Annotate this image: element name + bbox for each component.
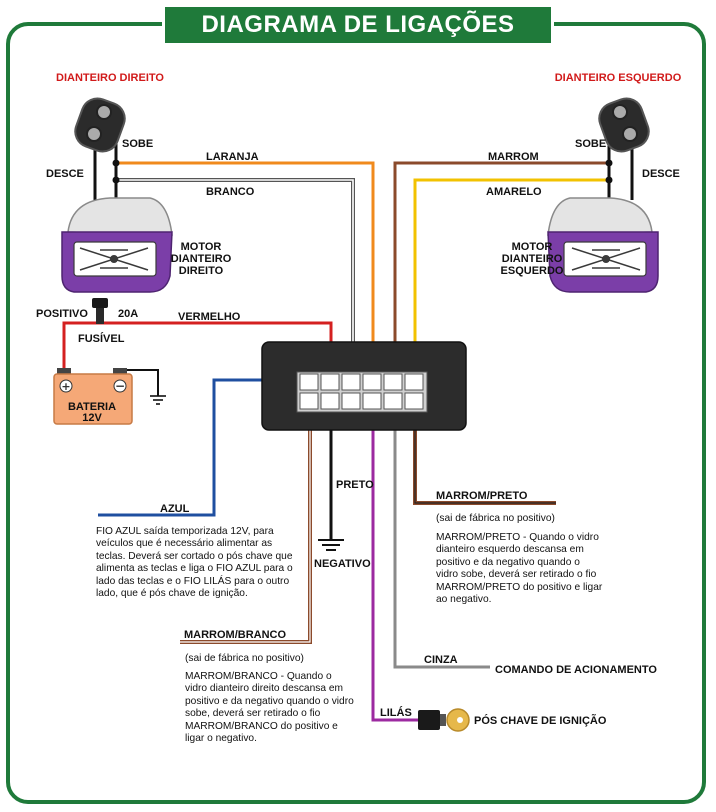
label-fusivel: FUSÍVEL bbox=[78, 332, 125, 345]
ignition-key-icon bbox=[418, 708, 470, 732]
label-azul: AZUL bbox=[160, 503, 190, 515]
connector-pin-1-1 bbox=[320, 392, 340, 410]
label-negativo: NEGATIVO bbox=[314, 558, 371, 570]
connector-pin-0-5 bbox=[404, 373, 424, 391]
connector-pin-1-4 bbox=[383, 392, 403, 410]
label-motor-right-3: DIREITO bbox=[179, 265, 224, 277]
battery: + − bbox=[53, 368, 133, 425]
door-motor-left bbox=[547, 197, 659, 293]
label-fuse-amp: 20A bbox=[118, 308, 138, 320]
label-motor-right-2: DIANTEIRO bbox=[171, 253, 232, 265]
marrom-preto-note: MARROM/PRETO - Quando o vidro dianteiro … bbox=[436, 532, 603, 606]
marrom-branco-note: MARROM/BRANCO - Quando o vidro dianteiro… bbox=[185, 671, 354, 745]
wire-marrom-branco bbox=[180, 399, 312, 644]
label-front-left: DIANTEIRO ESQUERDO bbox=[555, 72, 682, 84]
label-motor-left-3: ESQUERDO bbox=[501, 265, 564, 277]
diagram-title: DIAGRAMA DE LIGAÇÕES bbox=[162, 4, 554, 46]
label-positivo: POSITIVO bbox=[36, 308, 88, 320]
wire-laranja bbox=[116, 161, 375, 380]
label-vermelho: VERMELHO bbox=[178, 311, 241, 323]
connector-pin-0-0 bbox=[299, 373, 319, 391]
label-cinza: CINZA bbox=[424, 654, 458, 666]
label-amarelo: AMARELO bbox=[486, 186, 542, 198]
label-sobe-left: SOBE bbox=[575, 138, 606, 150]
label-desce-left: DESCE bbox=[642, 168, 680, 180]
label-marrom-branco: MARROM/BRANCO bbox=[184, 629, 286, 641]
battery-negative-terminal bbox=[113, 379, 127, 393]
label-motor-left-1: MOTOR bbox=[512, 241, 553, 253]
connector-pins bbox=[299, 373, 424, 410]
label-front-right: DIANTEIRO DIREITO bbox=[56, 72, 164, 84]
switch-left bbox=[598, 97, 650, 153]
label-laranja: LARANJA bbox=[206, 151, 259, 163]
door-motor-right bbox=[61, 197, 173, 293]
wire-cinza bbox=[393, 399, 490, 669]
label-motor-right-1: MOTOR bbox=[181, 241, 222, 253]
wire-amarelo bbox=[413, 178, 609, 380]
label-pos-chave: PÓS CHAVE DE IGNIÇÃO bbox=[474, 714, 607, 727]
wire-marrom bbox=[393, 161, 609, 380]
connector-pin-0-3 bbox=[362, 373, 382, 391]
azul-note: FIO AZUL saída temporizada 12V, para veí… bbox=[96, 526, 293, 600]
label-bateria: BATERIA bbox=[68, 401, 116, 413]
marrom-preto-subnote: (sai de fábrica no positivo) bbox=[436, 513, 555, 524]
connector-pin-1-5 bbox=[404, 392, 424, 410]
connector-pin-0-4 bbox=[383, 373, 403, 391]
svg-text:+: + bbox=[61, 380, 70, 393]
switch-right bbox=[74, 97, 126, 153]
label-branco: BRANCO bbox=[206, 186, 255, 198]
connector-pin-0-1 bbox=[320, 373, 340, 391]
wire-lilas bbox=[371, 399, 418, 722]
connector-pin-1-3 bbox=[362, 392, 382, 410]
label-bateria-volts: 12V bbox=[82, 412, 102, 424]
label-desce-right: DESCE bbox=[46, 168, 84, 180]
label-lilas: LILÁS bbox=[380, 706, 412, 719]
label-comando: COMANDO DE ACIONAMENTO bbox=[495, 664, 657, 676]
svg-text:−: − bbox=[115, 379, 125, 393]
control-module bbox=[261, 341, 467, 431]
marrom-branco-subnote: (sai de fábrica no positivo) bbox=[185, 653, 304, 664]
connector-pin-0-2 bbox=[341, 373, 361, 391]
label-marrom-preto: MARROM/PRETO bbox=[436, 490, 528, 502]
label-preto: PRETO bbox=[336, 479, 374, 491]
label-sobe-right: SOBE bbox=[122, 138, 153, 150]
wire-azul bbox=[98, 378, 308, 517]
fuse bbox=[92, 298, 108, 324]
label-motor-left-2: DIANTEIRO bbox=[502, 253, 563, 265]
battery-positive-terminal bbox=[59, 379, 73, 393]
connector-pin-1-0 bbox=[299, 392, 319, 410]
connector-pin-1-2 bbox=[341, 392, 361, 410]
label-marrom: MARROM bbox=[488, 151, 539, 163]
